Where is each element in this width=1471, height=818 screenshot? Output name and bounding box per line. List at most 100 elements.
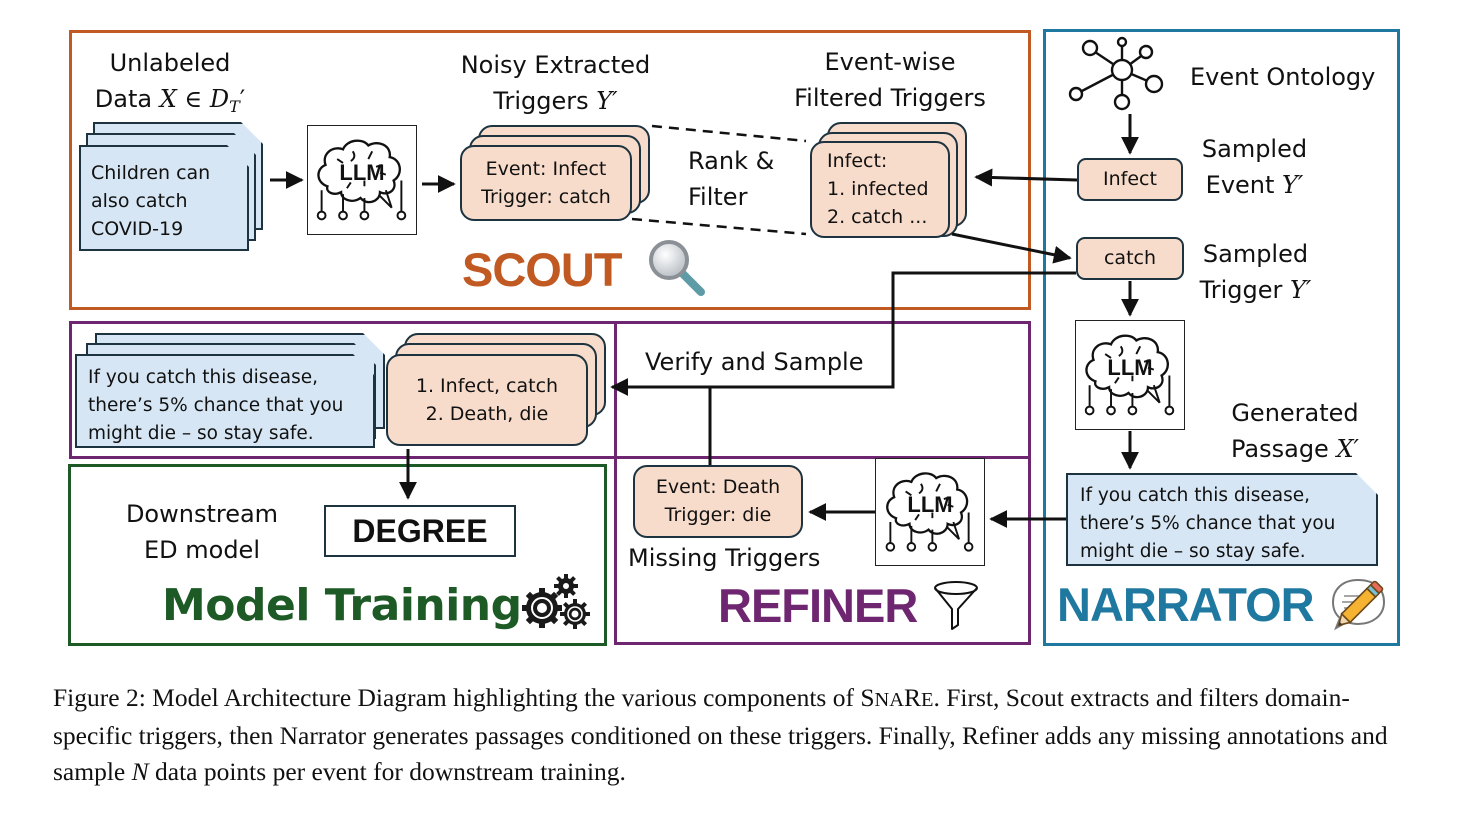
input-doc: [79, 145, 249, 251]
figure-caption: Figure 2: Model Architecture Diagram hig…: [53, 680, 1423, 790]
generated-passage-label: Generated Passage X′: [1215, 395, 1375, 467]
output-doc-text: If you catch this disease, there’s 5% ch…: [88, 364, 343, 448]
caption-middle: . First, Scout extracts and filters doma…: [53, 683, 1388, 786]
sampled-trigger-label: Sampled Trigger Y′: [1193, 236, 1318, 308]
input-doc-line: also catch: [91, 190, 188, 212]
generated-label-text: Passage: [1231, 435, 1337, 463]
rank-filter-line: Rank &: [688, 147, 775, 175]
refiner-llm-block: LLM: [875, 458, 985, 566]
gears-icon: [522, 574, 590, 629]
missing-card-line: Trigger: die: [664, 504, 772, 526]
output-doc: [75, 354, 375, 448]
sampled-trigger-box: [1076, 237, 1184, 280]
sampled-event-label-math: Y′: [1282, 171, 1304, 199]
output-doc-line: might die – so stay safe.: [88, 423, 314, 444]
sampled-trigger-text: catch: [1103, 247, 1157, 269]
unlabeled-label-math: X ∈ D: [159, 85, 230, 113]
generated-label-line1: Generated: [1231, 399, 1359, 427]
unlabeled-label-prime: ′: [239, 85, 246, 113]
noisy-triggers-label: Noisy Extracted Triggers Y′: [448, 47, 663, 119]
filtered-card-line: 2. catch ...: [827, 206, 928, 228]
brain-circuit-icon: [1084, 334, 1175, 416]
refiner-title: REFINER: [718, 579, 918, 632]
filtered-triggers-label: Event-wise Filtered Triggers: [780, 44, 1000, 116]
downstream-label: Downstream ED model: [112, 496, 292, 568]
scout-title: SCOUT: [462, 243, 622, 296]
sampled-trigger-label-text: Trigger: [1199, 276, 1291, 304]
filtered-label-line2: Filtered Triggers: [794, 84, 986, 112]
narrator-title: NARRATOR: [1057, 578, 1315, 631]
scout-panel: [69, 30, 1031, 310]
noisy-label-line2: Triggers Y′: [448, 83, 663, 119]
output-annotation-card: [386, 354, 588, 446]
filtered-card-line: 1. infected: [827, 178, 929, 200]
input-doc-line: COVID-19: [91, 218, 184, 240]
sampled-event-label-text: Event: [1205, 171, 1283, 199]
rank-filter-label: Rank & Filter: [688, 143, 808, 215]
caption-variable: N: [131, 757, 149, 786]
generated-label-math: X′: [1336, 435, 1359, 463]
refiner-output-strip: [69, 321, 1031, 459]
sampled-event-label-line2: Event Y′: [1192, 167, 1317, 203]
scout-llm-label: LLM: [339, 160, 385, 185]
noisy-card-text: Event: Infect Trigger: catch: [460, 155, 632, 211]
sampled-event-label-line1: Sampled: [1201, 135, 1308, 163]
degree-model-name: DEGREE: [352, 513, 488, 549]
pencil-note-icon: [1331, 578, 1386, 631]
missing-triggers-label: Missing Triggers: [628, 544, 821, 572]
sampled-trigger-label-math: Y′: [1290, 276, 1312, 304]
output-card-line: 2. Death, die: [425, 403, 549, 425]
training-title: Model Training: [162, 580, 522, 631]
unlabeled-data-label: Unlabeled Data X ∈ DT′: [80, 45, 260, 125]
passage-line: might die – so stay safe.: [1080, 541, 1306, 562]
narrator-llm-block: LLM: [1075, 320, 1185, 430]
filtered-label-line1: Event-wise: [824, 48, 956, 76]
filtered-card-line: Infect:: [827, 150, 888, 172]
noisy-label-line1: Noisy Extracted: [460, 51, 651, 79]
scout-llm-block: LLM: [307, 125, 417, 235]
noisy-label-math: Y′: [596, 87, 618, 115]
passage-line: If you catch this disease,: [1080, 485, 1311, 506]
noisy-card-line: Trigger: catch: [481, 186, 611, 208]
magnifier-icon: [649, 240, 705, 296]
noisy-label-text: Triggers: [493, 87, 597, 115]
sampled-event-label: Sampled Event Y′: [1192, 131, 1317, 203]
sampled-trigger-label-line2: Trigger Y′: [1193, 272, 1318, 308]
output-doc-line: there’s 5% chance that you: [88, 395, 344, 416]
missing-card-text: Event: Death Trigger: die: [633, 473, 803, 529]
noisy-card-line: Event: Infect: [485, 158, 607, 180]
unlabeled-label-line1: Unlabeled: [109, 49, 231, 77]
missing-card-line: Event: Death: [655, 476, 781, 498]
funnel-icon: [934, 581, 978, 630]
input-doc-text: Children can also catch COVID-19: [91, 159, 210, 243]
rank-filter-line: Filter: [688, 183, 748, 211]
passage-line: there’s 5% chance that you: [1080, 513, 1336, 534]
filtered-trigger-card: [810, 141, 950, 238]
unlabeled-label-line2: Data X ∈ DT′: [80, 81, 260, 125]
brain-circuit-icon: [885, 472, 974, 552]
downstream-label-line: ED model: [143, 536, 260, 564]
noisy-trigger-card: [460, 145, 632, 221]
generated-passage-text: If you catch this disease, there’s 5% ch…: [1080, 482, 1335, 566]
output-card-text: 1. Infect, catch 2. Death, die: [386, 372, 588, 428]
narrator-llm-label: LLM: [1107, 355, 1153, 380]
event-ontology-label: Event Ontology: [1190, 63, 1376, 91]
ontology-graph-icon: [1068, 36, 1164, 111]
caption-system-name: SNARE: [860, 683, 934, 712]
caption-suffix: data points per event for downstream tra…: [148, 757, 626, 786]
sampled-trigger-label-line1: Sampled: [1202, 240, 1309, 268]
verify-sample-label: Verify and Sample: [645, 348, 864, 376]
refiner-llm-label: LLM: [907, 492, 953, 517]
unlabeled-label-subscript: T: [229, 97, 240, 116]
missing-trigger-card: [633, 465, 803, 538]
sampled-event-box: [1077, 158, 1183, 201]
generated-label-line2: Passage X′: [1215, 431, 1375, 467]
caption-prefix: Figure 2: Model Architecture Diagram hig…: [53, 683, 861, 712]
degree-model-box: [324, 505, 516, 557]
output-doc-line: If you catch this disease,: [88, 367, 319, 388]
output-card-line: 1. Infect, catch: [415, 375, 559, 397]
input-doc-line: Children can: [91, 162, 211, 184]
filtered-card-text: Infect: 1. infected 2. catch ...: [827, 147, 929, 231]
brain-circuit-icon: [316, 139, 407, 221]
